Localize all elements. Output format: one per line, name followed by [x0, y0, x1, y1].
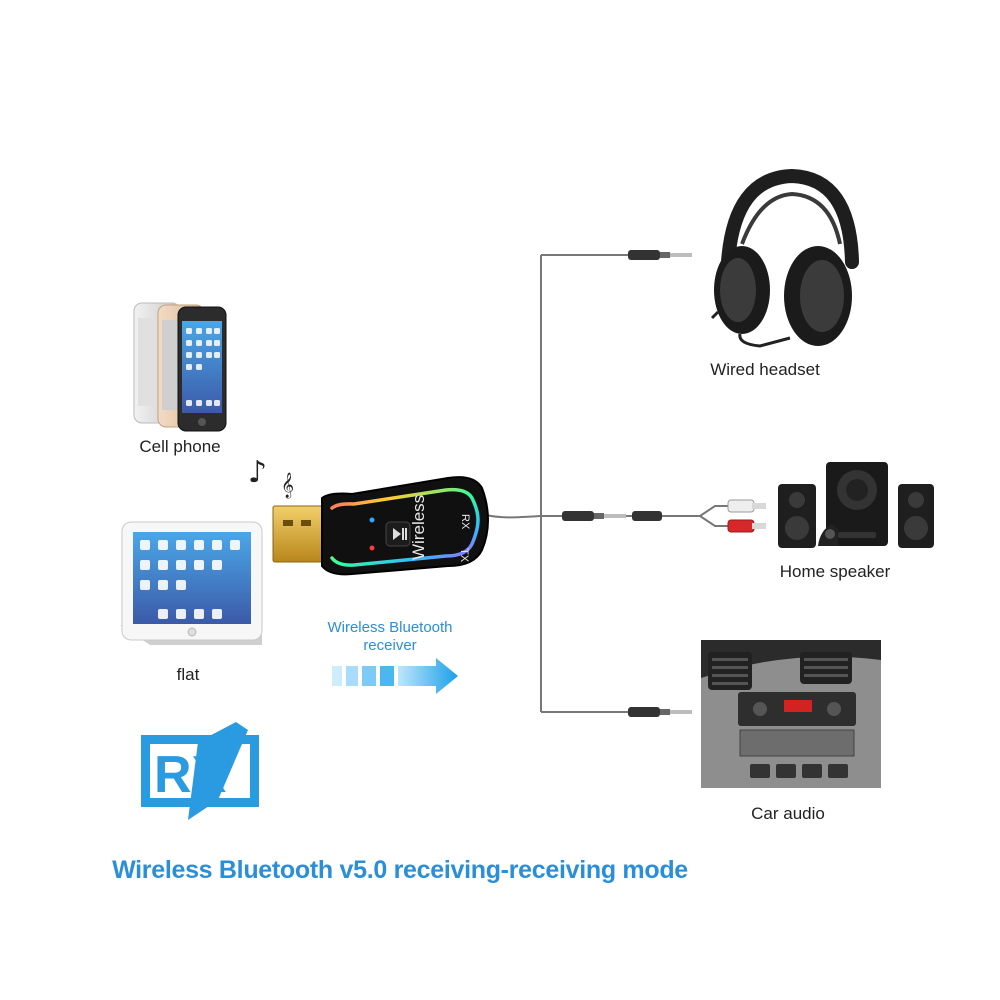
svg-text:♪: ♪ — [248, 455, 267, 490]
rx-badge-text: RX — [154, 746, 227, 804]
connection-wires — [485, 254, 700, 713]
adapter-tx-label: TX — [458, 548, 470, 563]
label-car-audio: Car audio — [751, 804, 825, 823]
audio-jack-speaker-in — [562, 511, 662, 521]
label-home-speaker: Home speaker — [779, 562, 891, 581]
audio-jack-headset — [628, 250, 692, 260]
music-note-icon: ♪ 𝄞 — [248, 455, 294, 498]
label-wired-headset: Wired headset — [710, 360, 820, 379]
home-speaker-image — [778, 462, 934, 548]
direction-arrow-icon — [332, 658, 458, 694]
label-cell-phone: Cell phone — [139, 437, 221, 456]
headset-image — [710, 168, 859, 348]
car-audio-image — [701, 640, 881, 788]
audio-jack-car — [628, 707, 692, 717]
wireless-receiver-line2: receiver — [363, 637, 417, 654]
mode-caption: Wireless Bluetooth v5.0 receiving-receiv… — [112, 856, 688, 884]
wireless-receiver-label: Wireless Bluetooth receiver — [310, 619, 470, 655]
rx-badge-icon: RX — [141, 722, 259, 820]
bluetooth-adapter: Wireless RX TX — [272, 476, 490, 576]
label-flat: flat — [176, 665, 200, 684]
play-pause-icon — [393, 528, 407, 540]
tablet-image — [120, 521, 263, 645]
svg-text:𝄞: 𝄞 — [281, 472, 294, 498]
rca-cable — [662, 499, 766, 533]
cell-phone-image — [133, 302, 227, 432]
adapter-rx-label: RX — [459, 514, 471, 530]
adapter-wireless-label: Wireless — [409, 495, 428, 560]
wireless-receiver-line1: Wireless Bluetooth — [327, 619, 453, 636]
